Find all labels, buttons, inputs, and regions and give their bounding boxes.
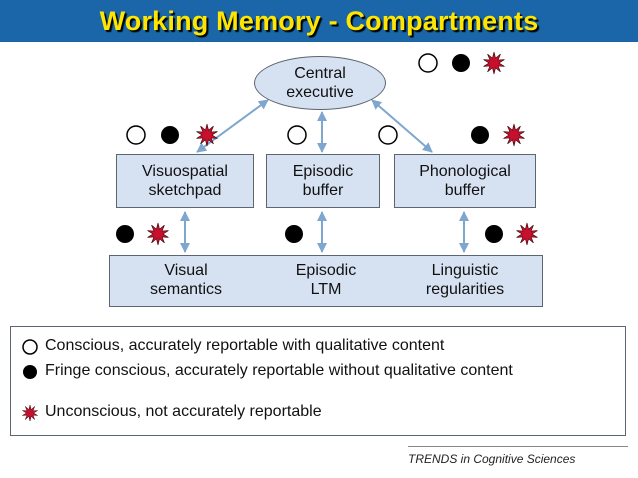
central-executive-node: Central executive bbox=[254, 56, 386, 110]
filled-circle-icon bbox=[452, 54, 470, 72]
filled-circle-icon bbox=[471, 126, 489, 144]
phonological-buffer-node: Phonological buffer bbox=[394, 154, 536, 208]
legend-conscious: Conscious, accurately reportable with qu… bbox=[21, 337, 605, 356]
open-circle-icon bbox=[22, 339, 38, 355]
legend-unconscious-text: Unconscious, not accurately reportable bbox=[45, 403, 322, 420]
filled-circle-icon bbox=[116, 225, 134, 243]
legend-conscious-text: Conscious, accurately reportable with qu… bbox=[45, 337, 445, 354]
open-circle-icon bbox=[287, 125, 307, 145]
episodic-buffer-node: Episodic buffer bbox=[266, 154, 380, 208]
page-title: Working Memory - Compartments bbox=[99, 5, 539, 36]
legend-box: Conscious, accurately reportable with qu… bbox=[10, 326, 626, 436]
arrow-central-visuospatial bbox=[196, 99, 269, 153]
visual-semantics-label: Visual semantics bbox=[149, 262, 223, 298]
open-circle-icon bbox=[378, 125, 398, 145]
legend-fringe-text: Fringe conscious, accurately reportable … bbox=[45, 362, 513, 379]
filled-circle-icon bbox=[161, 126, 179, 144]
episodic-ltm-label: Episodic LTM bbox=[295, 262, 357, 298]
footer-divider bbox=[408, 446, 628, 447]
filled-circle-icon bbox=[23, 365, 37, 379]
red-star-icon bbox=[147, 222, 169, 246]
visuospatial-sketchpad-node: Visuospatial sketchpad bbox=[116, 154, 254, 208]
footer-credit: TRENDS in Cognitive Sciences bbox=[408, 452, 576, 466]
open-circle-icon bbox=[126, 125, 146, 145]
title-bar: Working Memory - Compartments bbox=[0, 0, 638, 42]
filled-circle-icon bbox=[285, 225, 303, 243]
legend-fringe: Fringe conscious, accurately reportable … bbox=[21, 362, 605, 381]
red-star-icon bbox=[483, 51, 505, 75]
filled-circle-icon bbox=[485, 225, 503, 243]
red-star-icon bbox=[196, 123, 218, 147]
arrow-central-phonological bbox=[371, 99, 433, 153]
long-term-store-box: Visual semantics Episodic LTM Linguistic… bbox=[109, 255, 543, 307]
legend-unconscious: Unconscious, not accurately reportable bbox=[21, 403, 605, 422]
linguistic-regularities-label: Linguistic regularities bbox=[425, 262, 505, 298]
open-circle-icon bbox=[418, 53, 438, 73]
red-star-icon bbox=[516, 222, 538, 246]
red-star-icon bbox=[503, 123, 525, 147]
red-star-icon bbox=[22, 404, 38, 422]
